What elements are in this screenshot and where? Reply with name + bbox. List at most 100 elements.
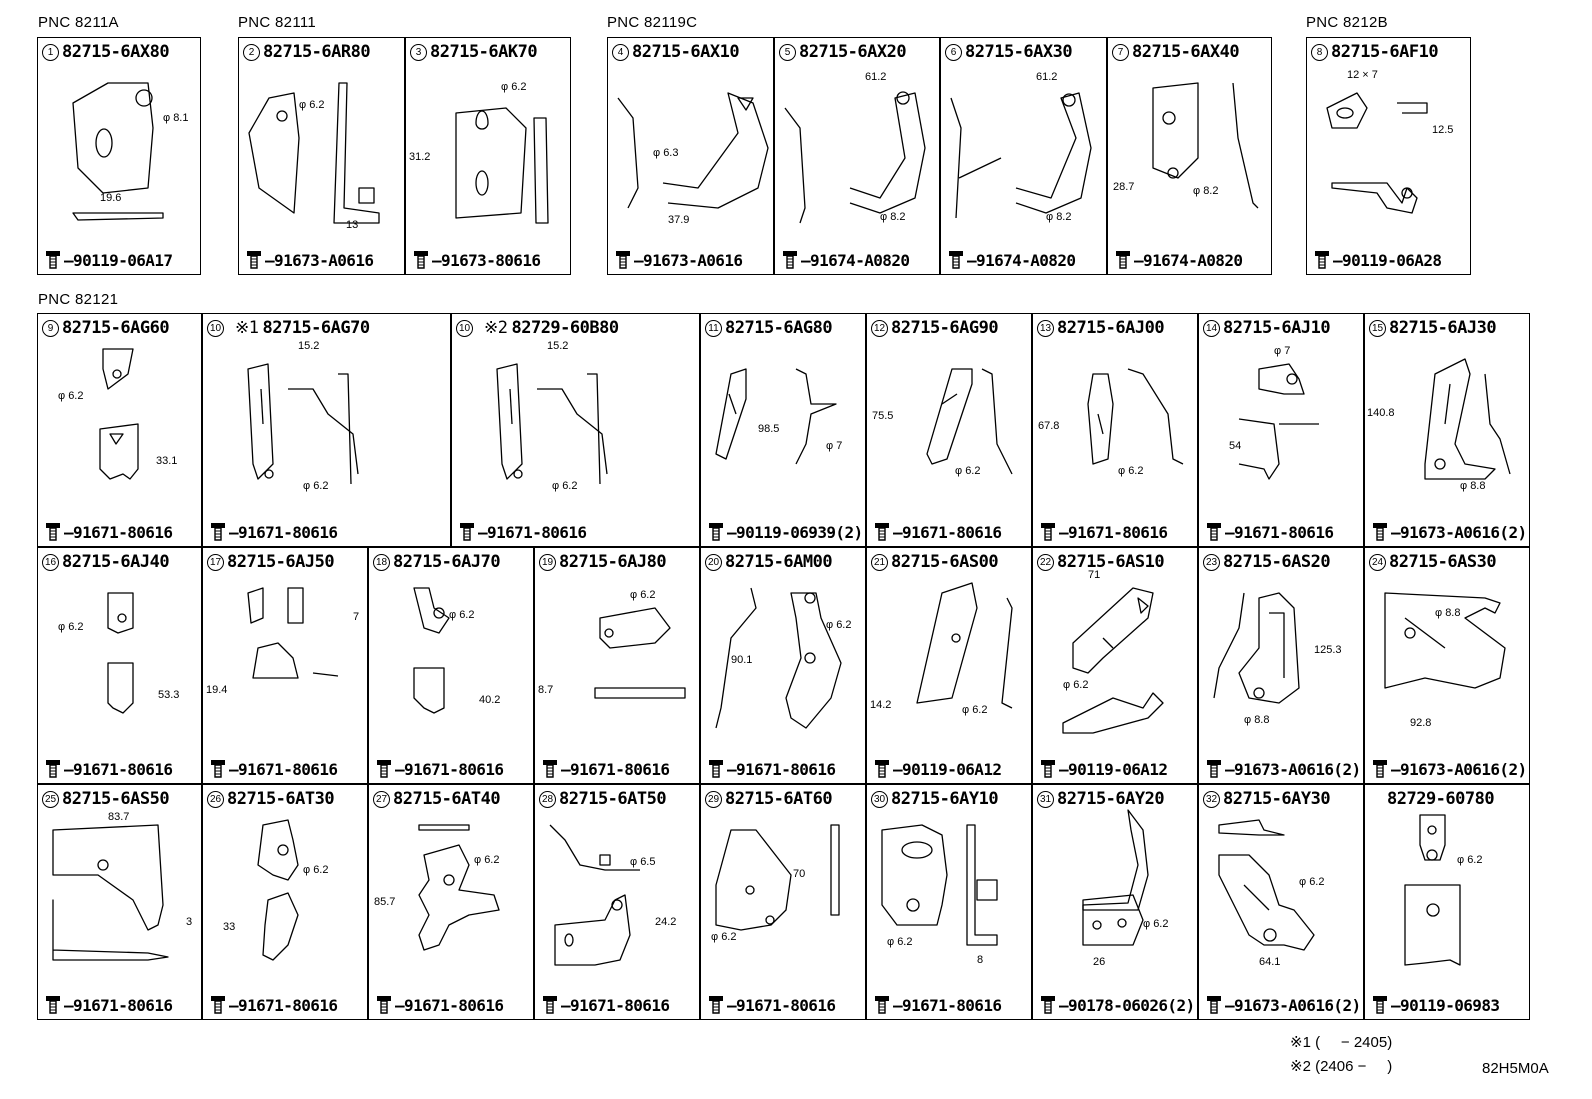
bolt-icon xyxy=(781,251,801,270)
callout-number: 5 xyxy=(779,44,796,61)
bolt-part-number: 90119-06939(2) xyxy=(736,523,863,542)
dimension-label: 15.2 xyxy=(298,340,319,352)
bracket-drawing: 125.3φ 8.8 xyxy=(1213,592,1342,726)
bolt-icon xyxy=(707,523,727,542)
dimension-label: 54 xyxy=(1229,440,1241,452)
callout-number: 4 xyxy=(612,44,629,61)
bolt-row: —90119-06A17 xyxy=(44,249,173,270)
part-number: 82715-6AT30 xyxy=(227,789,335,809)
bolt-icon xyxy=(541,760,561,779)
callout-number: 30 xyxy=(871,791,888,808)
bolt-part-number: 91673-A0616(2) xyxy=(1400,523,1527,542)
bolt-icon xyxy=(873,523,893,542)
dimension-label: φ 8.2 xyxy=(1046,211,1071,223)
part-number: 82715-6AT50 xyxy=(559,789,667,809)
bolt-row: —91673-A0616(2) xyxy=(1205,758,1361,779)
callout-number: 28 xyxy=(539,791,556,808)
bolt-row: —91671-80616 xyxy=(873,994,1002,1015)
dimension-label: 53.3 xyxy=(158,689,179,701)
callout-number: 24 xyxy=(1369,554,1386,571)
figure-code: 82H5M0A xyxy=(1482,1060,1549,1077)
bolt-part-number: 91673-A0616 xyxy=(643,251,743,270)
dimension-label: 19.6 xyxy=(100,192,121,204)
bolt-icon xyxy=(873,760,893,779)
dimension-label: 98.5 xyxy=(758,423,779,435)
callout-number: 17 xyxy=(207,554,224,571)
bolt-row: —91674-A0820 xyxy=(1114,249,1243,270)
bracket-drawing: φ 6.213 xyxy=(248,82,380,231)
bolt-icon xyxy=(707,760,727,779)
dimension-label: φ 8.8 xyxy=(1244,714,1269,726)
bolt-icon xyxy=(1205,523,1225,542)
dimension-label: φ 6.2 xyxy=(449,609,474,621)
dimension-label: φ 6.3 xyxy=(653,147,678,159)
bolt-part-number: 91673-A0616(2) xyxy=(1234,760,1361,779)
part-number: 82715-6AJ80 xyxy=(559,552,667,572)
part-number: 82715-6AJ50 xyxy=(227,552,335,572)
bracket-drawing: φ 6.337.9 xyxy=(617,92,769,226)
bolt-row: —90119-06A12 xyxy=(873,758,1002,779)
callout-number: 23 xyxy=(1203,554,1220,571)
dimension-label: φ 6.2 xyxy=(711,931,736,943)
dimension-label: φ 6.2 xyxy=(887,936,912,948)
dimension-label: φ 6.2 xyxy=(1063,679,1088,691)
bolt-part-number: 91671-80616 xyxy=(570,760,670,779)
pnc-label: PNC 8211A xyxy=(38,14,119,31)
bolt-part-number: 91671-80616 xyxy=(570,996,670,1015)
dimension-label: 15.2 xyxy=(547,340,568,352)
bolt-part-number: 90119-06A12 xyxy=(1068,760,1168,779)
dimension-label: φ 6.2 xyxy=(1143,918,1168,930)
bolt-row: —91671-80616 xyxy=(541,758,670,779)
dimension-label: 3 xyxy=(186,916,192,928)
bolt-part-number: 91674-A0820 xyxy=(976,251,1076,270)
bolt-part-number: 91674-A0820 xyxy=(810,251,910,270)
callout-number: 22 xyxy=(1037,554,1054,571)
dimension-label: φ 6.2 xyxy=(826,619,851,631)
callout-number: 25 xyxy=(42,791,59,808)
bolt-row: —91671-80616 xyxy=(209,994,338,1015)
part-number: 82715-6AX30 xyxy=(965,42,1073,62)
part-number: 82715-6AX10 xyxy=(632,42,740,62)
dimension-label: φ 8.2 xyxy=(1193,185,1218,197)
